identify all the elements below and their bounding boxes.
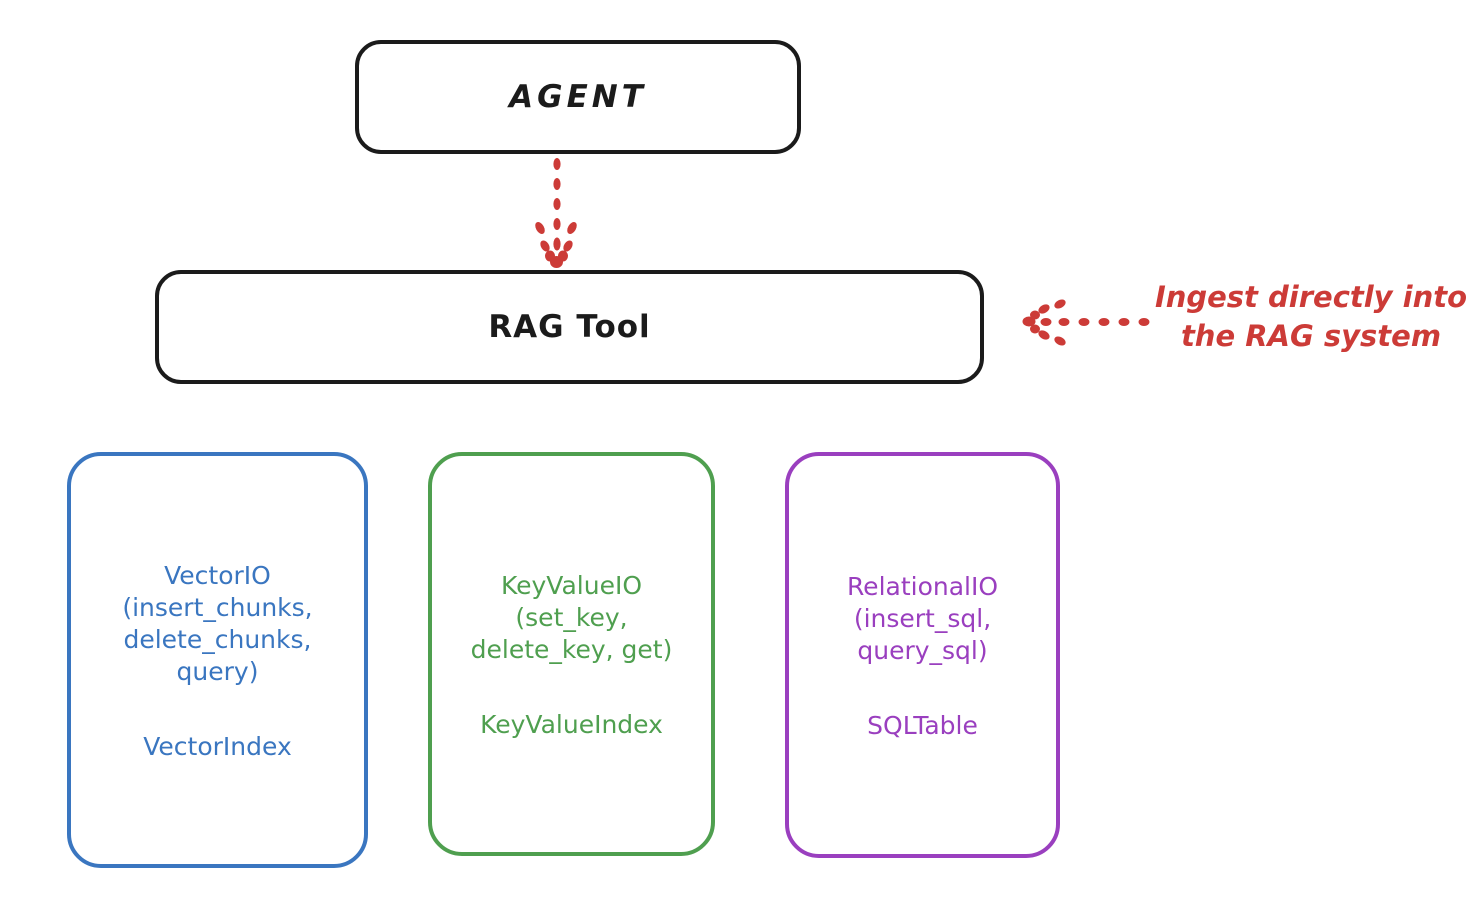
node-vector-io-body: VectorIO (insert_chunks, delete_chunks, … xyxy=(81,560,354,761)
node-vector-io-index: VectorIndex xyxy=(143,731,292,761)
node-agent[interactable]: AGENT xyxy=(355,40,801,154)
node-key-value-io-index: KeyValueIndex xyxy=(480,709,663,739)
node-key-value-io[interactable]: KeyValueIO (set_key, delete_key, get) Ke… xyxy=(428,452,715,856)
arrow-ingest-to-rag-tool xyxy=(1022,299,1150,346)
node-vector-io-api: VectorIO (insert_chunks, delete_chunks, … xyxy=(122,560,313,686)
node-relational-io-api: RelationalIO (insert_sql, query_sql) xyxy=(846,571,999,665)
arrow-agent-to-rag-tool xyxy=(535,158,577,268)
node-relational-io[interactable]: RelationalIO (insert_sql, query_sql) SQL… xyxy=(785,452,1060,858)
node-rag-tool-label: RAG Tool xyxy=(488,309,651,345)
node-relational-io-body: RelationalIO (insert_sql, query_sql) SQL… xyxy=(799,571,1046,740)
node-relational-io-index: SQLTable xyxy=(867,710,978,740)
node-vector-io[interactable]: VectorIO (insert_chunks, delete_chunks, … xyxy=(67,452,368,868)
node-rag-tool[interactable]: RAG Tool xyxy=(155,270,984,384)
annotation-ingest-label: Ingest directly into the RAG system xyxy=(1154,280,1468,354)
node-key-value-io-body: KeyValueIO (set_key, delete_key, get) Ke… xyxy=(442,570,701,739)
node-agent-label: AGENT xyxy=(509,79,647,115)
node-key-value-io-api: KeyValueIO (set_key, delete_key, get) xyxy=(470,570,673,664)
